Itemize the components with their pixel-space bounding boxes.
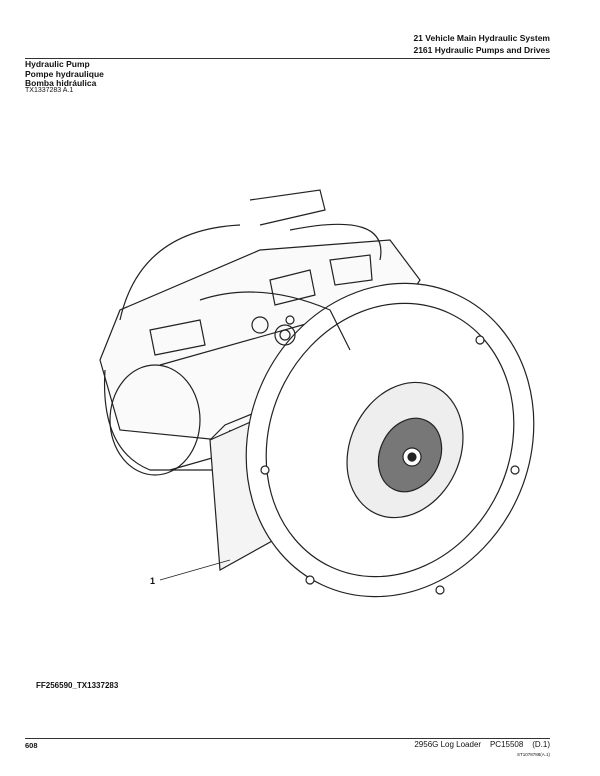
callout-1: 1: [150, 576, 156, 586]
hydraulic-pump-illustration: [99, 189, 535, 598]
figure-id: FF256590_TX1337283: [36, 681, 119, 690]
group-title: 2161 Hydraulic Pumps and Drives: [413, 45, 550, 55]
part-title: Hydraulic Pump Pompe hydraulique Bomba h…: [25, 59, 104, 89]
reference-code: TX1337283 A.1: [25, 87, 74, 94]
title-es: Bomba hidráulica: [25, 78, 97, 88]
model-name: 2956G Log Loader: [414, 740, 482, 749]
page-number: 608: [25, 741, 38, 750]
section-header: 21 Vehicle Main Hydraulic System 2161 Hy…: [413, 32, 550, 56]
catalog-number: PC15508: [489, 740, 524, 749]
title-fr: Pompe hydraulique: [25, 68, 104, 79]
header-divider: [25, 58, 550, 59]
footer-info: 2956G Log Loader PC15508 (D.1): [414, 740, 550, 749]
document-code: ST1078788(A.1): [516, 752, 550, 757]
title-en: Hydraulic Pump: [25, 59, 90, 69]
footer-divider: [25, 738, 550, 739]
section-title: 21 Vehicle Main Hydraulic System: [413, 33, 550, 43]
revision: (D.1): [532, 740, 550, 749]
